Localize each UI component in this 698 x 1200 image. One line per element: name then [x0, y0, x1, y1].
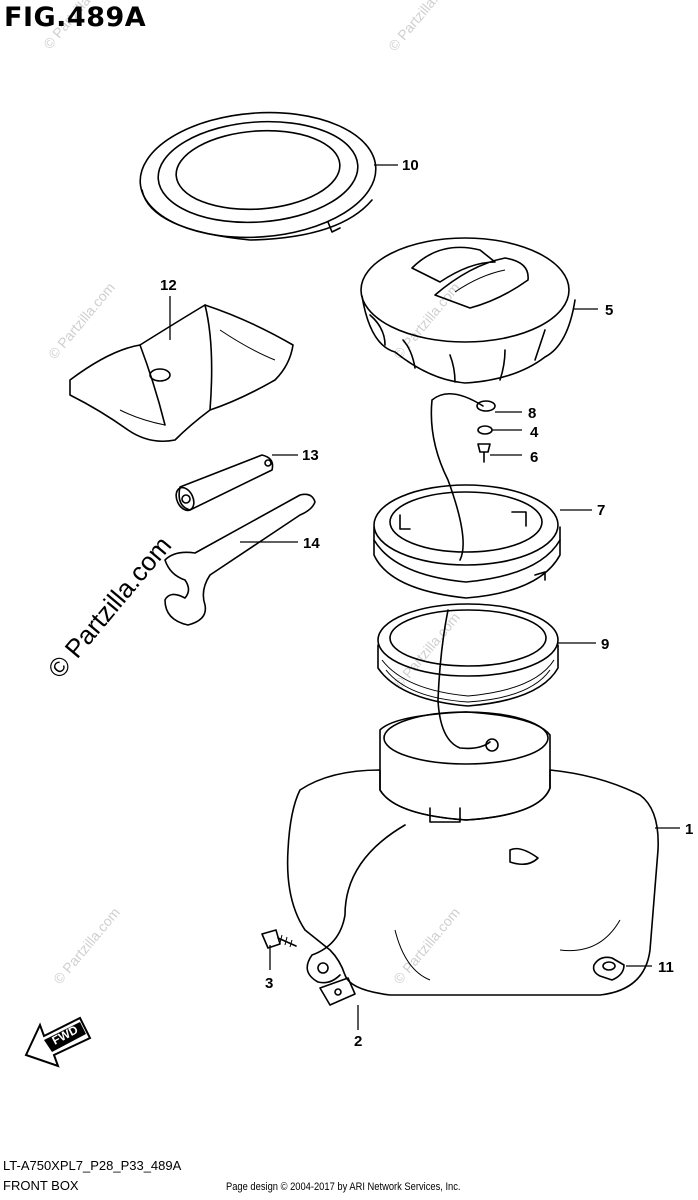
callout-9: 9	[601, 636, 609, 653]
part-3-bolt	[261, 929, 297, 949]
part-11-nut	[592, 956, 625, 981]
part-13-cylinder	[175, 454, 274, 512]
figure-title: FIG.489A	[4, 2, 147, 33]
callout-4: 4	[530, 424, 539, 441]
callouts: 10 5 8 4 6 7 9 1 11 12 13 14 3 2	[160, 157, 693, 1050]
part-1-box	[286, 711, 659, 996]
callout-7: 7	[597, 502, 605, 519]
page-footer: Page design © 2004-2017 by ARI Network S…	[226, 1181, 461, 1193]
part-14-spanner	[164, 493, 316, 626]
part-4-washer	[477, 425, 493, 435]
part-12-bag	[69, 304, 294, 443]
part-2-clip	[319, 977, 356, 1006]
diagram-subtitle: FRONT BOX	[3, 1178, 79, 1193]
part-8-wire	[430, 393, 499, 752]
diagram-code: LT-A750XPL7_P28_P33_489A	[3, 1158, 182, 1173]
watermark: © Partzilla.com	[385, 0, 458, 54]
part-7-ring	[373, 484, 561, 599]
fwd-arrow: FWD	[24, 1016, 92, 1068]
watermark: © Partzilla.com	[390, 609, 463, 692]
watermark-large: © Partzilla.com	[42, 530, 178, 683]
watermarks: © Partzilla.com © Partzilla.com © Partzi…	[40, 0, 463, 987]
callout-11: 11	[658, 959, 674, 976]
part-9-seal	[377, 603, 559, 707]
callout-2: 2	[354, 1033, 362, 1050]
watermark: © Partzilla.com	[390, 904, 463, 987]
watermark: © Partzilla.com	[390, 279, 463, 362]
callout-5: 5	[605, 302, 613, 319]
callout-1: 1	[685, 821, 693, 838]
watermark: © Partzilla.com	[50, 904, 123, 987]
callout-8: 8	[528, 405, 536, 422]
part-6-screw	[477, 443, 491, 463]
part-10-gasket	[139, 111, 377, 241]
callout-12: 12	[160, 277, 177, 294]
callout-14: 14	[303, 535, 320, 552]
callout-6: 6	[530, 449, 538, 466]
part-5-cap	[360, 237, 576, 384]
leader-lines	[169, 164, 680, 1030]
callout-13: 13	[302, 447, 319, 464]
watermark: © Partzilla.com	[45, 279, 118, 362]
callout-10: 10	[402, 157, 419, 174]
callout-3: 3	[265, 975, 273, 992]
